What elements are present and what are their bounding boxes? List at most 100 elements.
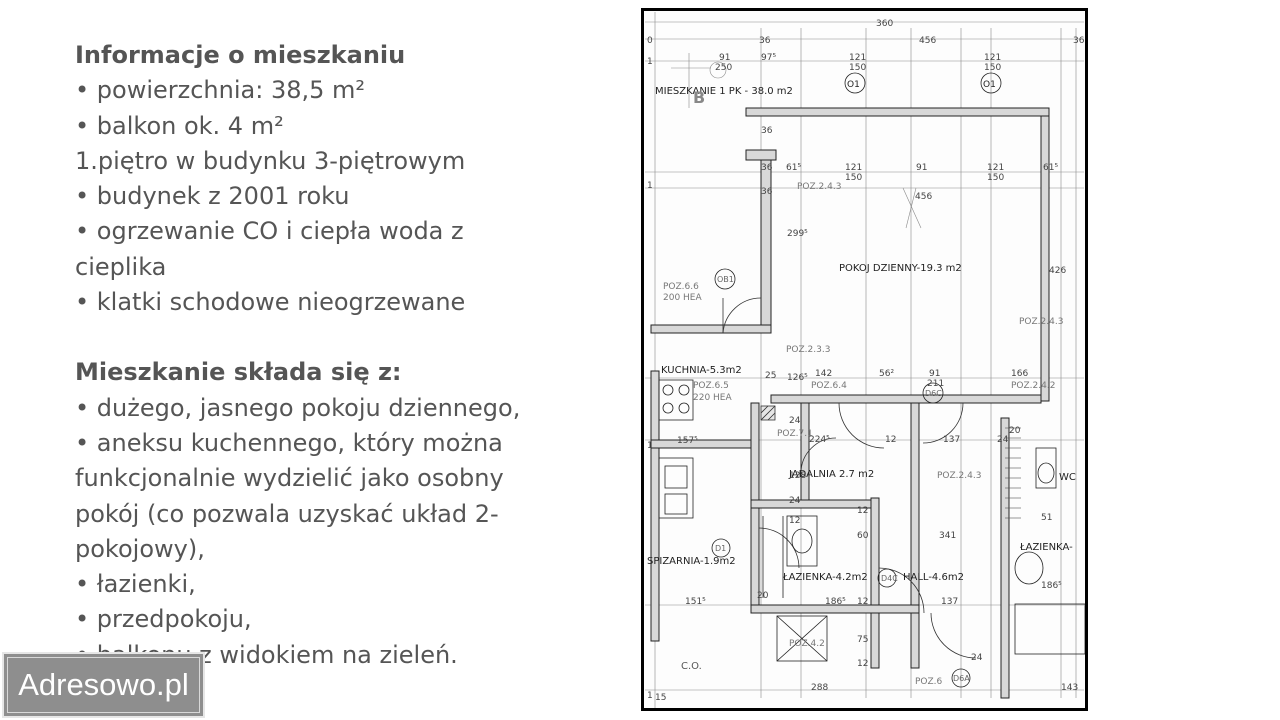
door-tag: D4C — [881, 574, 898, 583]
poz-label: POZ.7.1 — [777, 429, 813, 439]
dimension: 143 — [1061, 683, 1078, 693]
watermark-badge: Adresowo.pl — [2, 652, 205, 718]
dimension: 121 — [984, 53, 1001, 63]
dimension: 12 — [885, 435, 896, 445]
info-line: • ogrzewanie CO i ciepła woda z cieplika — [75, 217, 464, 281]
dimension: 24 — [789, 496, 801, 506]
dimension: 61⁵ — [1043, 163, 1058, 173]
dimension: 1 — [647, 441, 653, 451]
block-label: B — [693, 88, 705, 107]
wc-label: WC — [1059, 472, 1076, 483]
rooms-line: • dużego, jasnego pokoju dziennego, — [75, 393, 521, 422]
poz-label: POZ.6.5 — [693, 381, 729, 391]
poz-label: POZ.6.4 — [811, 381, 847, 391]
dimension: 426 — [1049, 266, 1066, 276]
info-line: 1.piętro w budynku 3-piętrowym — [75, 146, 466, 175]
dimension: 186⁵ — [825, 597, 846, 607]
rooms-line: • łazienki, — [75, 570, 196, 599]
dimension: 299⁵ — [787, 229, 808, 239]
dimension: 12 — [857, 597, 868, 607]
dimension: 150 — [984, 63, 1001, 73]
dimension: 91 — [719, 53, 730, 63]
dimension: 51 — [1041, 513, 1052, 523]
info-line: • budynek z 2001 roku — [75, 182, 350, 211]
dimension: 36 — [759, 36, 771, 46]
dimension: 224⁵ — [809, 435, 830, 445]
dimension: 456 — [915, 192, 932, 202]
dimension: 121 — [987, 163, 1004, 173]
poz-label: POZ.6.6 — [663, 282, 699, 292]
dimension: 12 — [789, 516, 800, 526]
dimension: 150 — [849, 63, 866, 73]
info-line: • powierzchnia: 38,5 m² — [75, 76, 366, 105]
dimension: 341 — [939, 531, 956, 541]
poz-label: 220 HEA — [693, 393, 732, 403]
rooms-line: • aneksu kuchennego, który można funkcjo… — [75, 428, 504, 563]
dimension: 36 — [1073, 36, 1085, 46]
dimension: 12 — [857, 506, 868, 516]
dimension: 36 — [761, 163, 773, 173]
dimension: 166 — [1011, 369, 1028, 379]
dimension: 15 — [655, 693, 666, 703]
dimension: 20 — [1009, 426, 1021, 436]
poz-label: 200 HEA — [663, 293, 702, 303]
hall-label: HALL-4.6m2 — [903, 572, 964, 583]
dimension: 121 — [845, 163, 862, 173]
living-room-label: POKOJ DZIENNY-19.3 m2 — [839, 263, 962, 274]
watermark-text: Adresowo.pl — [18, 667, 189, 702]
dimension: 12 — [857, 659, 868, 669]
dimension: 20 — [757, 591, 769, 601]
poz-label: POZ.2.4.2 — [1011, 381, 1055, 391]
bathroom2-label: ŁAZIENKA- — [1019, 542, 1073, 553]
dimension: 56² — [879, 369, 894, 379]
dimension: 250 — [715, 63, 732, 73]
dimension: 150 — [987, 173, 1004, 183]
dimension: 360 — [876, 19, 893, 29]
poz-label: POZ.2.4.3 — [937, 471, 981, 481]
info-line: • balkon ok. 4 m² — [75, 111, 284, 140]
dimension: 186⁵ — [1041, 581, 1062, 591]
dimension: 1 — [647, 181, 653, 191]
dimension: 150 — [845, 173, 862, 183]
window-tag: O1 — [983, 80, 996, 90]
kitchen-label: KUCHNIA-5.3m2 — [661, 365, 742, 376]
dimension: 24 — [971, 653, 983, 663]
dimension: 25 — [765, 371, 776, 381]
rooms-heading: Mieszkanie składa się z: — [75, 358, 402, 387]
pantry-label: SPIZARNIA-1.9m2 — [647, 556, 736, 567]
dimension: 456 — [919, 36, 936, 46]
dimension: 36 — [761, 126, 773, 136]
window-tag: O1 — [847, 80, 860, 90]
dimension: 60 — [857, 531, 869, 541]
poz-label: POZ.6 — [915, 677, 943, 687]
dimension: 24 — [789, 416, 801, 426]
dimension: 61⁵ — [786, 163, 801, 173]
dimension: 24 — [997, 435, 1009, 445]
poz-label: POZ.2.4.3 — [1019, 317, 1063, 327]
dimension: 0 — [647, 36, 653, 46]
dimension: 151⁵ — [685, 597, 706, 607]
apartment-label: MIESZKANIE 1 PK - 38.0 m2 — [655, 86, 793, 97]
poz-label: POZ.4.2 — [789, 639, 825, 649]
poz-label: POZ.2.3.3 — [786, 345, 830, 355]
dimension: 137 — [941, 597, 958, 607]
door-tag: D6A — [953, 674, 970, 683]
dimension: 288 — [811, 683, 828, 693]
dimension: 91 — [916, 163, 927, 173]
door-tag: OB1 — [717, 275, 734, 284]
door-tag: D1 — [715, 544, 726, 553]
info-heading: Informacje o mieszkaniu — [75, 41, 406, 69]
poz-label: POZ.2.4.3 — [797, 182, 841, 192]
description-text: Informacje o mieszkaniu • powierzchnia: … — [75, 38, 555, 673]
dimension: 36 — [761, 187, 773, 197]
dimension: 137 — [943, 435, 960, 445]
dimension: 157⁵ — [677, 436, 698, 446]
bathroom-label: ŁAZIENKA-4.2m2 — [782, 572, 868, 583]
info-line: • klatki schodowe nieogrzewane — [75, 288, 466, 317]
dimension: 97⁵ — [761, 53, 776, 63]
dimension: 1 — [647, 691, 653, 701]
dining-label: JADALNIA 2.7 m2 — [788, 469, 874, 480]
dimension: 75 — [857, 635, 868, 645]
floor-plan: MIESZKANIE 1 PK - 38.0 m2 B O1 O1 POKOJ … — [641, 8, 1088, 711]
dimension: 121 — [849, 53, 866, 63]
